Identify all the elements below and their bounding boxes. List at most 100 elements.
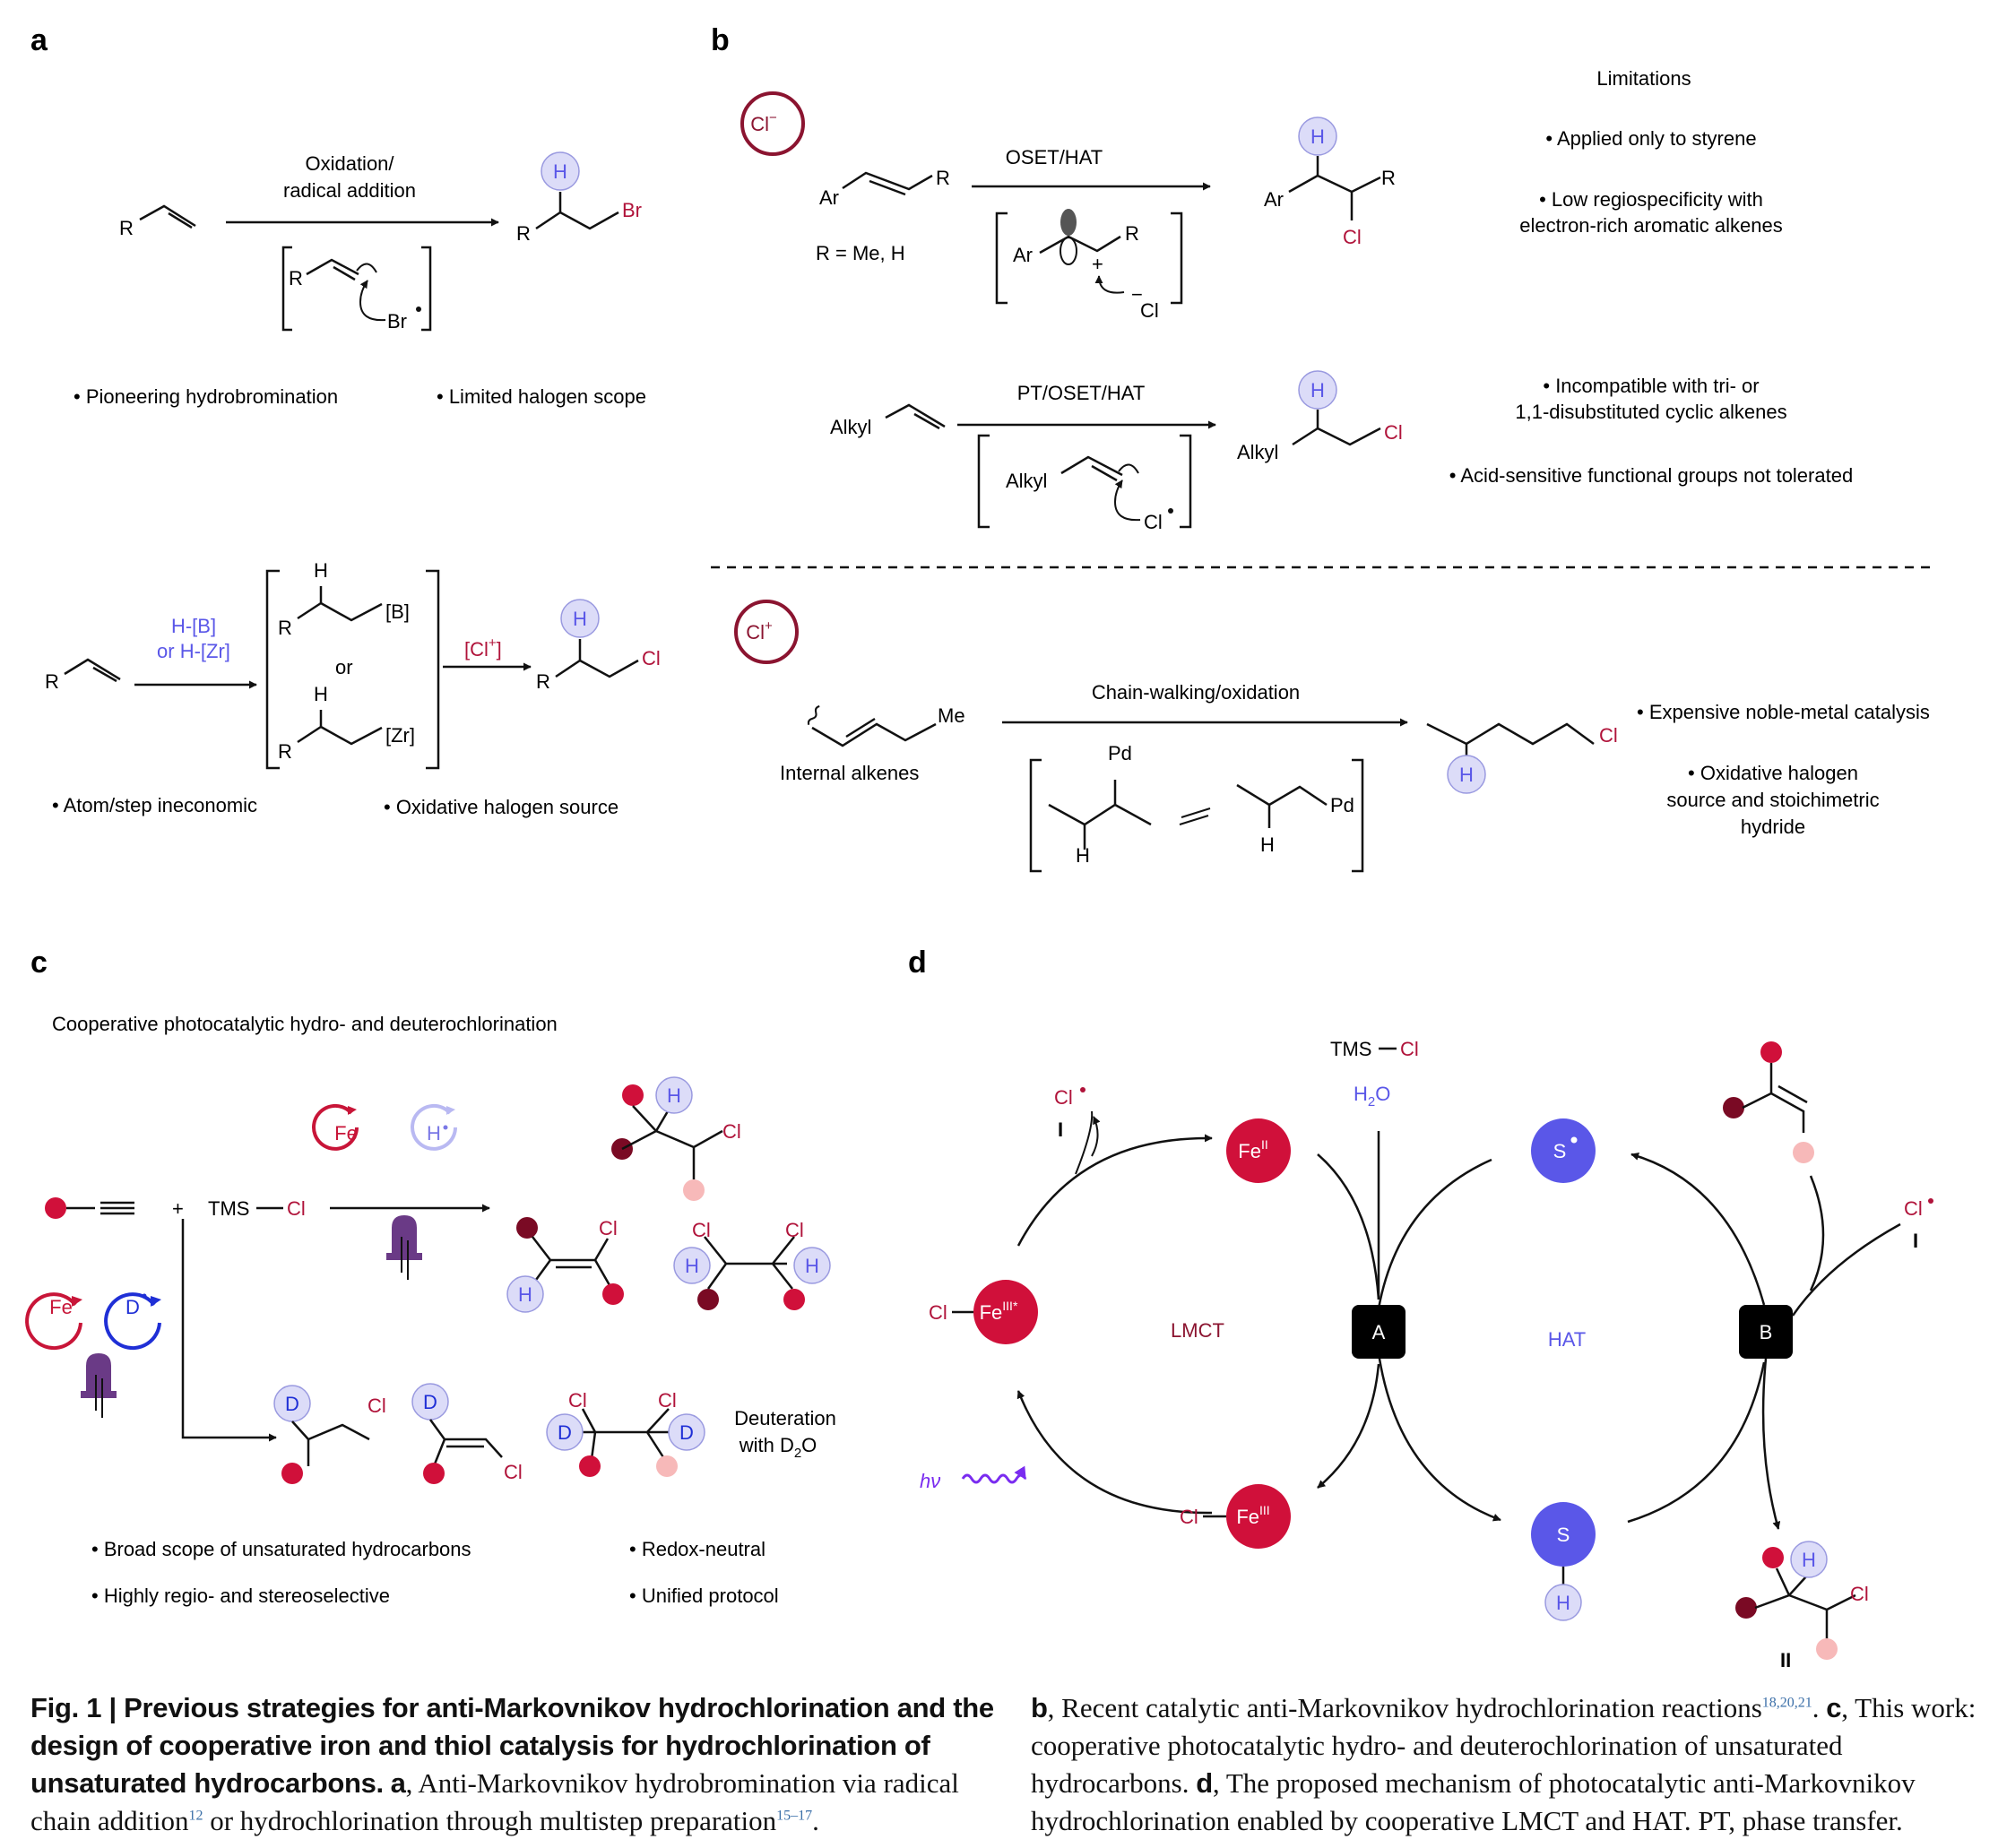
- arrow-label-1: Oxidation/: [305, 152, 394, 175]
- svg-text:Cl+: Cl+: [746, 618, 773, 643]
- caption-a-text-1: , Anti-Markovnikov hydrobromination via …: [30, 1767, 959, 1836]
- d-cl-radical-2: Cl: [1904, 1197, 1923, 1220]
- caption-b: b: [1031, 1692, 1048, 1723]
- limitation-1: • Applied only to styrene: [1545, 127, 1756, 150]
- light-lamp-icon: [81, 1353, 117, 1418]
- panel-a-top: R Oxidation/ radical addition R Br H R B…: [74, 151, 646, 408]
- limitation-6c: hydride: [1741, 816, 1805, 838]
- limitation-3b: 1,1-disubstituted cyclic alkenes: [1515, 401, 1786, 423]
- node-b-label: B: [1760, 1321, 1773, 1343]
- light-lamp-icon: [386, 1215, 422, 1280]
- r1-bracket-r: R: [1125, 222, 1139, 245]
- r1-r: R: [936, 167, 950, 189]
- fe-ii-label: FeII: [1238, 1137, 1267, 1162]
- fe-catalyst-cycle-2: Fe: [25, 1292, 82, 1351]
- thiol-h-cycle: H: [411, 1103, 457, 1151]
- c-d1-cl: Cl: [368, 1395, 386, 1417]
- r1-bracket-minus: −: [1131, 283, 1143, 306]
- caption-left: Fig. 1 | Previous strategies for anti-Ma…: [30, 1689, 999, 1840]
- fe-iii-node: [1226, 1484, 1291, 1549]
- caption-ref-3: 18,20,21: [1761, 1695, 1812, 1711]
- reagent-hb: H-[B]: [171, 615, 216, 637]
- hydrogen-badge: [1790, 1541, 1828, 1578]
- bullet-redox-neutral: • Redox-neutral: [629, 1538, 765, 1560]
- caption-d: d: [1196, 1767, 1213, 1799]
- fe-iii-star-cl: Cl: [929, 1301, 947, 1324]
- limitations-title: Limitations: [1596, 67, 1691, 90]
- limitation-3a: • Incompatible with tri- or: [1543, 375, 1759, 397]
- z-group: [Zr]: [385, 724, 415, 747]
- limitation-6b: source and stoichimetric: [1666, 789, 1879, 811]
- c-p3-cl1: Cl: [692, 1219, 711, 1241]
- svg-text:D: D: [125, 1296, 140, 1318]
- c-d3-cl1: Cl: [568, 1389, 587, 1412]
- reagent-hzr: or H-[Zr]: [157, 640, 230, 662]
- product-r: R: [516, 222, 531, 245]
- hydrogen-badge: [541, 151, 580, 191]
- limitation-2b: electron-rich aromatic alkenes: [1519, 214, 1782, 237]
- node-a-label: A: [1372, 1321, 1386, 1343]
- panel-c: Cooperative photocatalytic hydro- and de…: [25, 1013, 836, 1607]
- r3-product-cl: Cl: [1599, 724, 1618, 747]
- c-d1-d: D: [285, 1393, 299, 1415]
- r3-h1: H: [1076, 844, 1090, 867]
- z-h: H: [314, 683, 328, 705]
- limitation-2a: • Low regiospecificity with: [1539, 188, 1763, 211]
- caption-bold-title: Fig. 1 | Previous strategies for anti-Ma…: [30, 1692, 994, 1799]
- c-p2-cl: Cl: [599, 1217, 618, 1239]
- bullet-pioneering: • Pioneering hydrobromination: [74, 385, 338, 408]
- hydrogen-badge: [560, 599, 600, 638]
- product-ii-cl: Cl: [1850, 1583, 1869, 1605]
- node-b: [1739, 1305, 1793, 1359]
- panel-b: Cl− Ar R R = Me, H OSET/HAT Ar R + − Cl …: [711, 67, 1936, 873]
- bracket-r: R: [289, 267, 303, 289]
- panel-label-d: d: [908, 946, 927, 980]
- panel-label-a: a: [30, 23, 48, 57]
- fe-iii-star-label: FeIII*: [980, 1299, 1018, 1324]
- svg-text:Fe: Fe: [49, 1296, 73, 1318]
- r3-pd1: Pd: [1108, 742, 1132, 764]
- r1-bracket-ar: Ar: [1013, 244, 1033, 266]
- internal-alkenes-label: Internal alkenes: [780, 762, 919, 784]
- cl-plus: [Cl+]: [464, 635, 502, 661]
- r3-arrow-label: Chain-walking/oxidation: [1092, 681, 1300, 704]
- p1-h: H: [1310, 125, 1325, 148]
- c-p1-h: H: [667, 1084, 681, 1107]
- reactant-r: R: [45, 670, 59, 693]
- reactant-r: R: [119, 217, 134, 239]
- caption-ref-2: 15–17: [776, 1808, 813, 1824]
- hydrogen-badge: [793, 1247, 831, 1284]
- tms-cl: Cl: [287, 1197, 306, 1220]
- r1-arrow-label: OSET/HAT: [1006, 146, 1103, 168]
- c-d2-cl: Cl: [504, 1461, 523, 1483]
- bullet-limited-scope: • Limited halogen scope: [437, 385, 646, 408]
- caption-a: a: [390, 1767, 406, 1799]
- d-tms: TMS: [1330, 1038, 1371, 1060]
- fe-iii-star-node: [973, 1280, 1038, 1344]
- c-p1-cl: Cl: [722, 1120, 741, 1143]
- hydrogen-badge: [1544, 1584, 1582, 1621]
- hydrogen-badge: [1298, 370, 1337, 410]
- svg-text:Fe: Fe: [334, 1122, 358, 1144]
- deuteration-arrow: [181, 1219, 277, 1442]
- r2-alkyl: Alkyl: [830, 416, 871, 438]
- light-wave-icon: [961, 1465, 1027, 1484]
- d-roman-i: I: [1058, 1118, 1063, 1141]
- p2-h: H: [1310, 379, 1325, 402]
- fe-ii-node: [1226, 1118, 1291, 1183]
- c-p2-h: H: [518, 1283, 532, 1306]
- limitation-5: • Expensive noble-metal catalysis: [1637, 701, 1930, 723]
- bullet-atom-step: • Atom/step ineconomic: [52, 794, 257, 816]
- product-cl: Cl: [642, 647, 661, 669]
- arrow-label-2: radical addition: [283, 179, 416, 202]
- d-roman-i-2: I: [1913, 1230, 1918, 1252]
- caption-left-end: .: [812, 1805, 819, 1836]
- product-h: H: [573, 608, 587, 630]
- svg-text:H: H: [427, 1122, 441, 1144]
- r3-me: Me: [938, 704, 965, 727]
- thiol-label: S: [1557, 1524, 1570, 1546]
- hat-label: HAT: [1548, 1328, 1586, 1351]
- r1-condition: R = Me, H: [816, 242, 905, 264]
- c-p3-cl2: Cl: [785, 1219, 804, 1241]
- c-d3-d2: D: [679, 1421, 694, 1444]
